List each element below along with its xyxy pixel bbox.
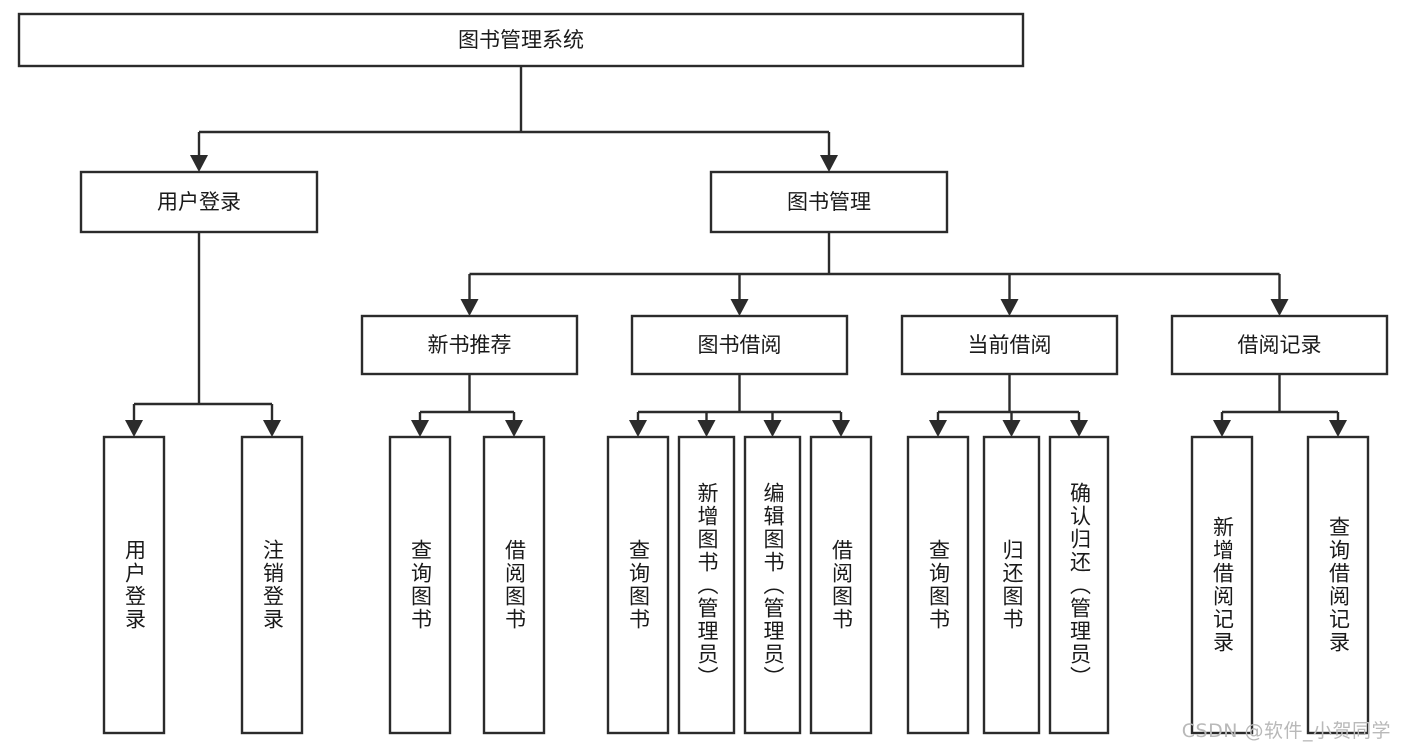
node-label-book-borrow: 图书借阅	[698, 333, 782, 357]
node-box-leaf-query-borrow-record[interactable]	[1306, 435, 1370, 735]
arrowhead-leaf-borrow-book	[832, 420, 850, 437]
arrowhead-leaf-query-book-borrow	[629, 420, 647, 437]
arrowhead-user-login	[190, 155, 208, 172]
arrowhead-leaf-confirm-return-admin	[1070, 420, 1088, 437]
arrowhead-leaf-user-login	[125, 420, 143, 437]
arrowhead-leaf-return-book	[1002, 420, 1021, 437]
connector-lines-group	[125, 66, 1347, 437]
arrowhead-new-book-recommend	[460, 299, 479, 316]
node-box-leaf-confirm-return-admin[interactable]	[1048, 435, 1110, 735]
arrowhead-book-management	[820, 155, 838, 172]
node-label-root: 图书管理系统	[458, 28, 584, 52]
watermark-text: CSDN @软件_小贺同学	[1181, 720, 1391, 742]
node-label-new-book-recommend: 新书推荐	[428, 333, 512, 357]
arrowhead-leaf-edit-book-admin	[763, 420, 782, 437]
arrowhead-leaf-query-book-recommend	[411, 420, 429, 437]
node-box-new-book-recommend[interactable]	[360, 314, 579, 376]
node-box-leaf-edit-book-admin[interactable]	[743, 435, 802, 735]
arrowhead-book-borrow	[730, 299, 749, 316]
node-box-current-borrow[interactable]	[900, 314, 1119, 376]
arrowhead-leaf-borrow-book-recommend	[505, 420, 523, 437]
node-box-book-management[interactable]	[709, 170, 949, 234]
node-box-leaf-query-book-borrow[interactable]	[606, 435, 670, 735]
node-box-leaf-user-login[interactable]	[102, 435, 166, 735]
node-box-leaf-logout[interactable]	[240, 435, 304, 735]
arrowhead-borrow-record	[1270, 299, 1289, 316]
node-box-borrow-record[interactable]	[1170, 314, 1389, 376]
arrowhead-leaf-add-borrow-record	[1213, 420, 1231, 437]
node-box-leaf-borrow-book-recommend[interactable]	[482, 435, 546, 735]
node-box-leaf-add-book-admin[interactable]	[677, 435, 736, 735]
node-box-leaf-query-book-recommend[interactable]	[388, 435, 452, 735]
node-box-user-login[interactable]	[79, 170, 319, 234]
node-label-current-borrow: 当前借阅	[968, 333, 1052, 357]
arrowhead-leaf-add-book-admin	[697, 420, 716, 437]
node-label-borrow-record: 借阅记录	[1238, 333, 1322, 357]
node-box-book-borrow[interactable]	[630, 314, 849, 376]
node-label-book-management: 图书管理	[787, 190, 871, 214]
node-label-user-login: 用户登录	[157, 190, 241, 214]
node-boxes-group	[17, 12, 1389, 735]
node-box-root[interactable]	[17, 12, 1025, 68]
arrowhead-leaf-query-borrow-record	[1329, 420, 1347, 437]
arrowhead-leaf-query-book-current	[929, 420, 947, 437]
node-box-leaf-query-book-current[interactable]	[906, 435, 970, 735]
node-box-leaf-borrow-book[interactable]	[809, 435, 873, 735]
node-box-leaf-add-borrow-record[interactable]	[1190, 435, 1254, 735]
arrowhead-leaf-logout	[263, 420, 281, 437]
arrowhead-current-borrow	[1000, 299, 1019, 316]
node-box-leaf-return-book[interactable]	[982, 435, 1041, 735]
